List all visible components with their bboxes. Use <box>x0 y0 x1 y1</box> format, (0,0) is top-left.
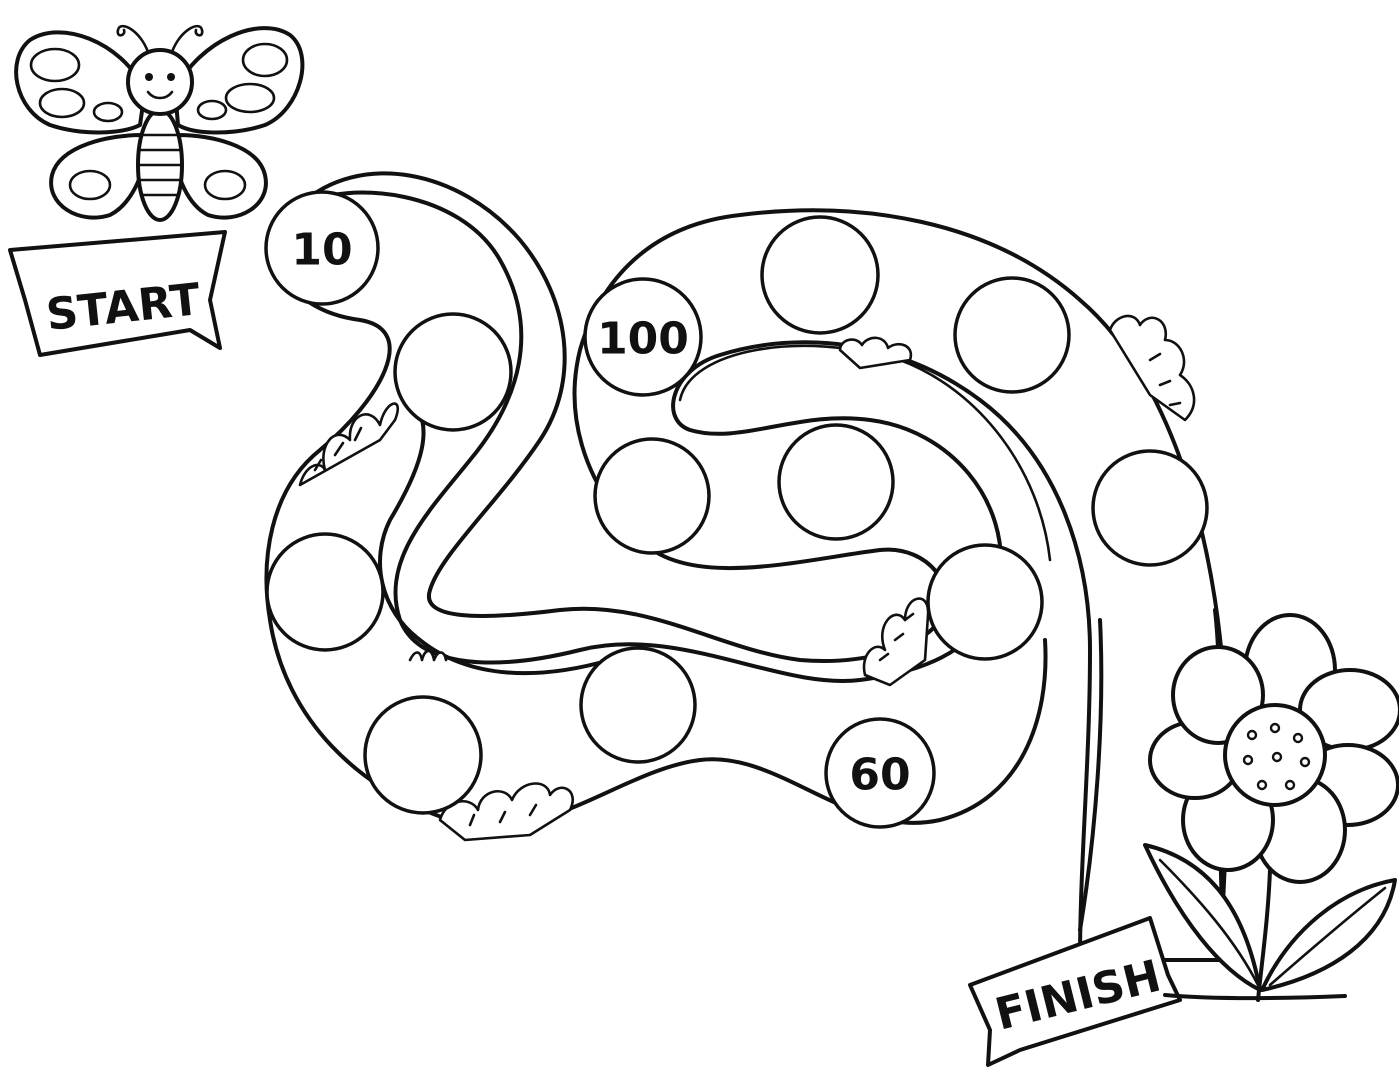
start-banner: START <box>8 230 227 357</box>
flower-icon <box>1143 613 1399 1002</box>
board-space-label: 100 <box>597 314 689 365</box>
board-space-circle[interactable] <box>953 276 1071 394</box>
track-path <box>264 171 1229 962</box>
board-space-circle[interactable] <box>579 646 697 764</box>
bush-icon <box>838 336 913 370</box>
board-space-circle[interactable] <box>393 312 513 432</box>
board-space-circle[interactable] <box>1091 449 1209 567</box>
board-space-8[interactable] <box>777 423 895 541</box>
grass-icon <box>408 649 448 662</box>
board-space-12[interactable] <box>953 276 1071 394</box>
board-space-circle[interactable] <box>583 277 703 397</box>
board-space-9[interactable] <box>593 437 711 555</box>
board-space-circle[interactable] <box>777 423 895 541</box>
board-space-circle[interactable] <box>593 437 711 555</box>
board-space-2[interactable] <box>393 312 513 432</box>
board-space-13[interactable] <box>1091 449 1209 567</box>
board-space-5[interactable] <box>579 646 697 764</box>
board-space-circle[interactable] <box>824 717 936 829</box>
bush-icon <box>298 402 400 487</box>
board-space-6[interactable]: 60 <box>824 717 936 829</box>
board-space-label: 60 <box>849 750 910 801</box>
board-space-11[interactable] <box>760 215 880 335</box>
bush-decorations <box>298 314 1196 842</box>
board-space-4[interactable] <box>363 695 483 815</box>
board-space-10[interactable]: 100 <box>583 277 703 397</box>
board-space-circle[interactable] <box>363 695 483 815</box>
bush-icon <box>862 597 930 687</box>
board-spaces: 10 60 100 <box>264 190 1209 829</box>
board-space-circle[interactable] <box>760 215 880 335</box>
finish-banner: FINISH <box>968 916 1182 1067</box>
board-space-label: 10 <box>291 225 352 276</box>
board-space-7[interactable] <box>926 543 1044 661</box>
board-space-circle[interactable] <box>926 543 1044 661</box>
board-space-circle[interactable] <box>264 190 380 306</box>
board-space-circle[interactable] <box>265 532 385 652</box>
butterfly-icon <box>14 24 305 222</box>
board-space-3[interactable] <box>265 532 385 652</box>
bush-icon <box>1108 314 1196 422</box>
board-space-1[interactable]: 10 <box>264 190 380 306</box>
